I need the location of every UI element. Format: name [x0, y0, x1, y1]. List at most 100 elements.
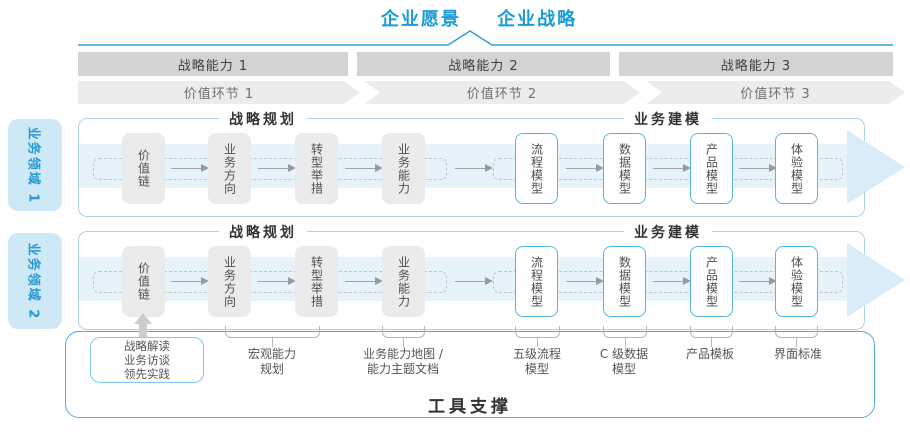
box-product-model: 产品模型 — [690, 246, 733, 317]
box-label: 业务能力 — [396, 255, 411, 308]
arrow-icon — [171, 277, 209, 285]
box-data-model: 数据模型 — [603, 133, 646, 204]
box-business-capability: 业务能力 — [382, 246, 425, 317]
note-ui-standard: 界面标准 — [748, 347, 848, 362]
capability-bar-label: 战略能力 3 — [720, 58, 792, 74]
domain-row-2: 战略规划 业务建模 价值链 业务方向 转型举措 业务能力 流程模型 数据模型 产… — [78, 222, 910, 330]
box-value-chain: 价值链 — [122, 133, 165, 204]
box-label: 业务方向 — [222, 142, 237, 195]
box-experience-model: 体验模型 — [775, 133, 818, 204]
note-line: 规划 — [259, 361, 284, 376]
value-chevron-label: 价值环节 3 — [740, 87, 811, 102]
note-line: 业务能力地图 / — [363, 347, 443, 361]
box-product-model: 产品模型 — [690, 133, 733, 204]
tool-support-container — [65, 331, 875, 418]
planning-scope-dashed-box — [93, 158, 447, 180]
note-line: 能力主题文档 — [366, 361, 439, 376]
planning-header: 战略规划 — [219, 109, 307, 129]
box-transformation-initiatives: 转型举措 — [295, 246, 338, 317]
box-experience-model: 体验模型 — [775, 246, 818, 317]
enterprise-strategy-label: 企业战略 — [497, 9, 578, 30]
note-line: 界面标准 — [773, 347, 822, 361]
note-line: 模型 — [611, 361, 636, 376]
arrow-icon — [171, 164, 209, 172]
arrow-icon — [739, 164, 777, 172]
box-label: 体验模型 — [789, 255, 804, 308]
box-data-model: 数据模型 — [603, 246, 646, 317]
flow-arrowhead-icon — [847, 243, 905, 317]
modeling-header: 业务建模 — [624, 222, 712, 242]
bracket-tail — [403, 337, 405, 347]
note-product-template: 产品模板 — [660, 347, 760, 362]
box-label: 价值链 — [136, 262, 151, 301]
note-line: 宏观能力 — [247, 347, 296, 361]
bracket-tail — [272, 337, 274, 347]
bracket-tail — [625, 337, 627, 347]
domain-row-1: 战略规划 业务建模 价值链 业务方向 转型举措 业务能力 流程模型 数据模型 产… — [78, 109, 910, 217]
practice-line: 业务访谈 — [124, 353, 170, 367]
domain-label-1: 业务领域 1 — [8, 119, 62, 211]
box-business-direction: 业务方向 — [208, 246, 251, 317]
up-arrow-shaft — [139, 324, 147, 338]
box-process-model: 流程模型 — [515, 133, 558, 204]
box-business-direction: 业务方向 — [208, 133, 251, 204]
planning-scope-dashed-box — [93, 271, 447, 293]
modeling-scope-dashed-box — [493, 158, 843, 180]
arrow-icon — [566, 277, 604, 285]
page-title: 企业愿景 企业战略 — [24, 5, 910, 31]
practice-input-box: 战略解读 业务访谈 领先实践 — [90, 337, 204, 383]
capability-bar-1: 战略能力 1 — [78, 52, 348, 76]
box-label: 流程模型 — [529, 255, 544, 308]
box-label: 产品模型 — [704, 255, 719, 308]
note-line: 产品模板 — [685, 347, 734, 361]
box-label: 价值链 — [136, 149, 151, 188]
box-label: 体验模型 — [789, 142, 804, 195]
arrow-icon — [258, 277, 296, 285]
arrow-icon — [345, 164, 383, 172]
arrow-icon — [258, 164, 296, 172]
bracket-tail — [796, 337, 798, 347]
domain-label-text: 业务领域 1 — [25, 126, 41, 204]
domain-label-2: 业务领域 2 — [8, 233, 62, 329]
enterprise-vision-label: 企业愿景 — [380, 9, 461, 30]
modeling-header: 业务建模 — [624, 109, 712, 129]
practice-line: 领先实践 — [124, 367, 170, 381]
arrow-icon — [653, 277, 691, 285]
box-label: 数据模型 — [617, 255, 632, 308]
box-label: 产品模型 — [704, 142, 719, 195]
box-business-capability: 业务能力 — [382, 133, 425, 204]
capability-bar-label: 战略能力 1 — [177, 58, 249, 74]
box-label: 业务能力 — [396, 142, 411, 195]
capability-bar-2: 战略能力 2 — [357, 52, 610, 76]
arrow-icon — [653, 164, 691, 172]
planning-header: 战略规划 — [219, 222, 307, 242]
value-chevron-label: 价值环节 1 — [183, 87, 255, 102]
capability-bar-3: 战略能力 3 — [619, 52, 893, 76]
box-transformation-initiatives: 转型举措 — [295, 133, 338, 204]
value-chevron-2: 价值环节 2 — [364, 81, 640, 104]
box-process-model: 流程模型 — [515, 246, 558, 317]
flow-arrowhead-icon — [847, 130, 905, 204]
modeling-scope-dashed-box — [493, 271, 843, 293]
arrow-icon — [455, 277, 493, 285]
capability-bar-label: 战略能力 2 — [448, 58, 519, 74]
box-label: 业务方向 — [222, 255, 237, 308]
arrow-icon — [455, 164, 493, 172]
value-chevron-3: 价值环节 3 — [646, 81, 905, 104]
box-label: 流程模型 — [529, 142, 544, 195]
note-line: 五级流程 — [512, 347, 561, 361]
arrow-icon — [345, 277, 383, 285]
value-chevron-label: 价值环节 2 — [466, 87, 538, 102]
box-value-chain: 价值链 — [122, 246, 165, 317]
arrow-icon — [739, 277, 777, 285]
value-chevron-1: 价值环节 1 — [78, 81, 360, 104]
note-c-level-data: C 级数据 模型 — [574, 347, 674, 376]
arrow-icon — [566, 164, 604, 172]
note-capability-map: 业务能力地图 / 能力主题文档 — [333, 347, 473, 376]
note-line: C 级数据 — [599, 347, 649, 361]
note-line: 模型 — [524, 361, 549, 376]
note-level5-process: 五级流程 模型 — [487, 347, 587, 376]
tool-support-label: 工具支撑 — [428, 397, 512, 417]
box-label: 转型举措 — [309, 142, 324, 195]
